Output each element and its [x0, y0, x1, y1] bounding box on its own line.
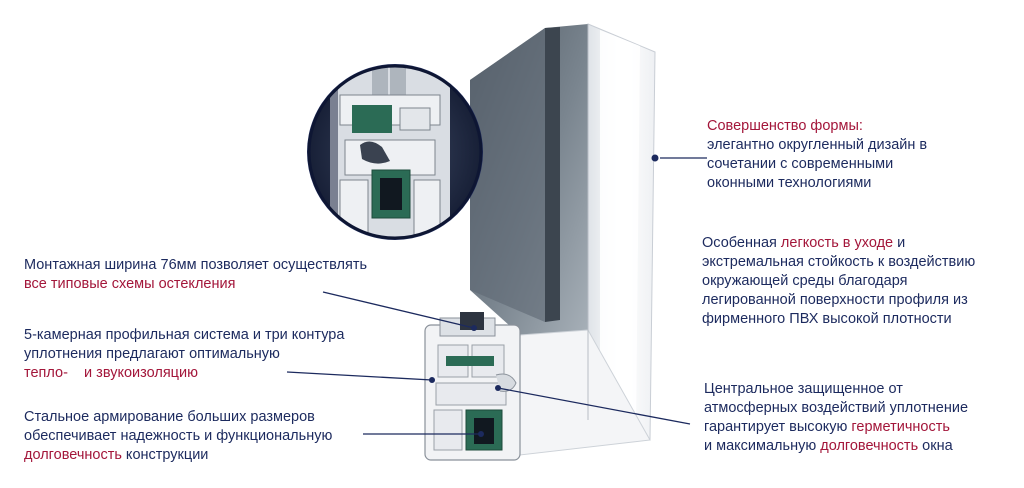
callout-seal: Центральное защищенное от атмосферных во… — [704, 380, 968, 456]
profile-cross-section — [424, 312, 521, 461]
care-highlight: легкость в уходе — [780, 235, 894, 251]
callout-care-line: окружающей среды благодаря — [702, 273, 908, 289]
seal-text: гарантирует высокую — [704, 419, 852, 435]
callout-seal-line: и максимальную долговечность окна — [704, 437, 968, 456]
callout-care: Особенная легкость в уходе и экстремальн… — [702, 234, 975, 329]
section-inset — [307, 64, 483, 240]
frame-body — [519, 23, 656, 456]
seal-highlight: долговечность — [820, 438, 919, 454]
callout-form-title: Совершенство формы: — [707, 118, 863, 134]
callout-form-line: оконными технологиями — [707, 175, 872, 191]
chambers-gap — [68, 365, 84, 381]
callout-care-line: Особенная легкость в уходе и — [702, 234, 975, 253]
callout-care-line: легированной поверхности профиля из — [702, 292, 968, 308]
leader-chambers — [286, 371, 433, 381]
care-text: и — [893, 235, 906, 251]
callout-form: Совершенство формы: элегантно округленны… — [707, 117, 927, 193]
callout-steel-line: обеспечивает надежность и функциональную — [24, 428, 333, 444]
callout-width-highlight: все типовые схемы остекления — [24, 276, 236, 292]
callout-width-line: Монтажная ширина 76мм позволяет осуществ… — [24, 257, 368, 273]
callout-chambers-line: тепло- и звукоизоляцию — [24, 364, 344, 383]
leader-dot-form — [651, 154, 659, 162]
care-text: Особенная — [702, 235, 781, 251]
seal-text: окна — [918, 438, 953, 454]
callout-chambers: 5-камерная профильная система и три конт… — [24, 326, 344, 383]
steel-highlight: долговечность — [24, 447, 122, 463]
callout-width: Монтажная ширина 76мм позволяет осуществ… — [24, 256, 367, 294]
callout-chambers-line: уплотнения предлагают оптимальную — [24, 346, 280, 362]
callout-seal-line: гарантирует высокую герметичность — [704, 418, 968, 437]
chambers-highlight: и звукоизоляцию — [84, 365, 198, 381]
callout-seal-line: атмосферных воздействий уплотнение — [704, 400, 969, 416]
seal-text: и максимальную — [704, 438, 821, 454]
leader-lines — [286, 157, 707, 435]
callout-care-line: экстремальная стойкость к воздействию — [702, 254, 976, 270]
leader-dot-width — [471, 325, 477, 331]
callout-steel-line: долговечность конструкции — [24, 446, 332, 465]
chambers-highlight: тепло- — [24, 365, 68, 381]
callout-steel: Стальное армирование больших размеров об… — [24, 408, 332, 465]
callout-chambers-line: 5-камерная профильная система и три конт… — [24, 327, 345, 343]
seal-highlight: герметичность — [851, 419, 950, 435]
leader-dot-steel — [478, 431, 484, 437]
callout-care-line: фирменного ПВХ высокой плотности — [702, 311, 952, 327]
callout-form-line: сочетании с современными — [707, 156, 894, 172]
glass-unit — [470, 24, 588, 335]
callout-steel-line: Стальное армирование больших размеров — [24, 409, 315, 425]
callout-seal-line: Центральное защищенное от — [704, 381, 903, 397]
callout-form-line: элегантно округленный дизайн в — [707, 137, 928, 153]
leader-seal — [497, 387, 691, 425]
leader-width — [322, 291, 475, 329]
steel-text: конструкции — [121, 447, 209, 463]
